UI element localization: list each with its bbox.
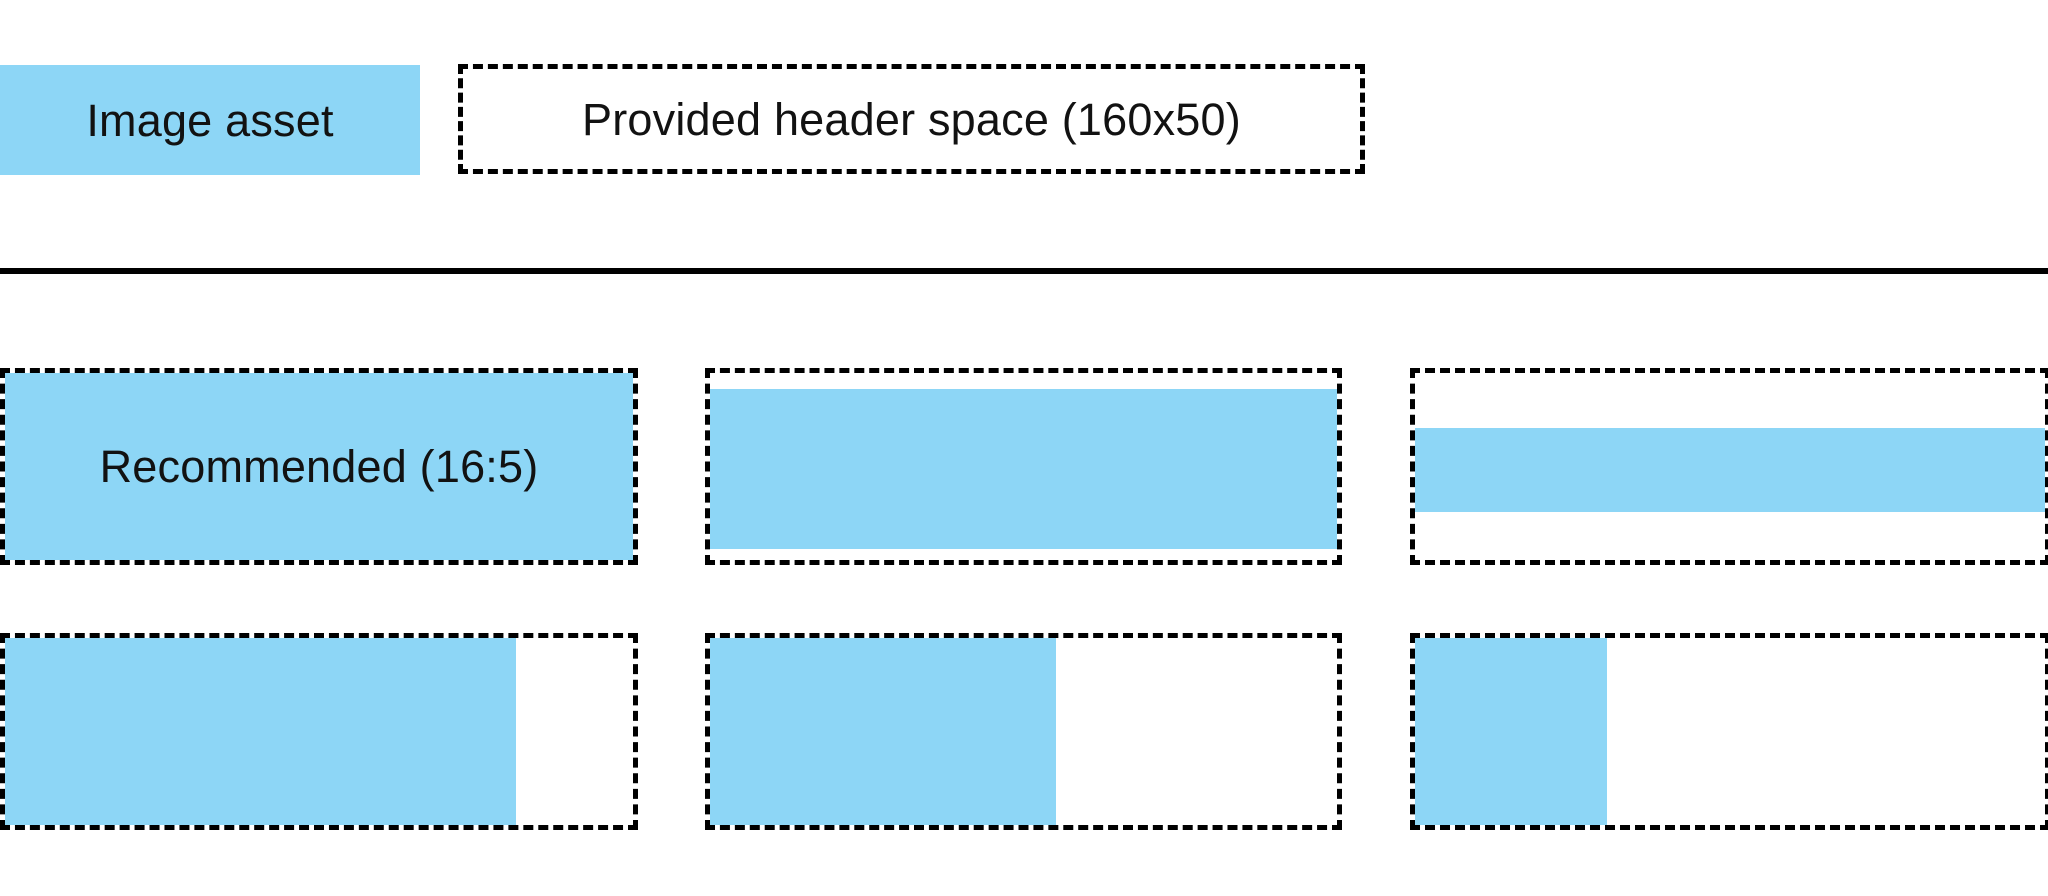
image-asset-fill xyxy=(1415,638,1608,825)
image-asset-fill xyxy=(710,638,1057,825)
image-asset-fill xyxy=(5,373,633,560)
example-full-width-band xyxy=(1410,368,2048,565)
image-asset-fill xyxy=(710,389,1337,550)
example-partial-width-large xyxy=(0,633,638,830)
legend-image-asset-swatch: Image asset xyxy=(0,65,420,175)
legend-image-asset-label: Image asset xyxy=(86,94,334,146)
example-partial-width-small xyxy=(1410,633,2048,830)
example-partial-width-medium xyxy=(705,633,1342,830)
example-recommended-16-5: Recommended (16:5) xyxy=(0,368,638,565)
section-divider xyxy=(0,268,2048,274)
example-full-width-tall xyxy=(705,368,1342,565)
recommended-label: Recommended (16:5) xyxy=(99,441,539,492)
legend-header-space-label: Provided header space (160x50) xyxy=(582,93,1241,145)
legend-header-space-box: Provided header space (160x50) xyxy=(458,64,1365,174)
image-asset-fill xyxy=(1415,427,2045,512)
image-asset-fill xyxy=(5,638,517,825)
